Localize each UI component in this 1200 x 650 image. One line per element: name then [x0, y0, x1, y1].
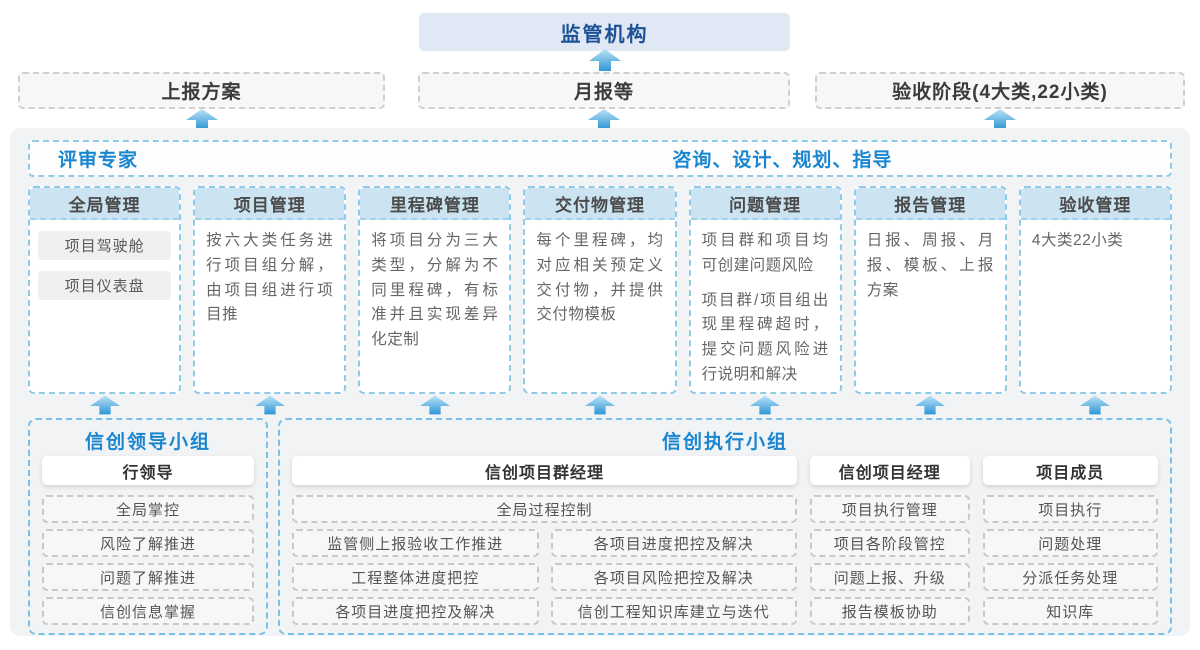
- subcolumn-program-manager: 信创项目群经理 全局过程控制 监管侧上报验收工作推进 各项目进度把控及解决 工程…: [292, 456, 797, 625]
- column-paragraph: 项目群/项目组出现里程碑超时，提交问题风险进行说明和解决: [701, 291, 829, 383]
- duty-item: 工程整体进度把控: [292, 563, 539, 591]
- duty-item: 各项目风险把控及解决: [550, 563, 797, 591]
- column-report-management: 报告管理 日报、周报、月报、模板、上报方案: [853, 186, 1007, 394]
- platform-container: 评审专家 咨询、设计、规划、指导 全局管理 项目驾驶舱 项目仪表盘 项目管理 按…: [10, 128, 1190, 636]
- arrow-up-icon: [586, 109, 622, 129]
- column-paragraph: 项目群和项目均可创建问题风险: [701, 232, 829, 274]
- column-header: 全局管理: [30, 188, 180, 220]
- column-acceptance-management: 验收管理 4大类22小类: [1018, 186, 1172, 394]
- duty-item: 项目各阶段管控: [810, 529, 970, 557]
- feature-chip: 项目仪表盘: [38, 271, 172, 300]
- column-issue-management: 问题管理 项目群和项目均可创建问题风险 项目群/项目组出现里程碑超时，提交问题风…: [688, 186, 842, 394]
- experts-label: 评审专家: [58, 150, 139, 171]
- subcolumn-project-member: 项目成员 项目执行 问题处理 分派任务处理 知识库: [982, 456, 1158, 625]
- execution-subcolumns: 信创项目群经理 全局过程控制 监管侧上报验收工作推进 各项目进度把控及解决 工程…: [292, 456, 1158, 625]
- arrow-up-icon: [184, 109, 220, 129]
- column-milestone-management: 里程碑管理 将项目分为三大类型，分解为不同里程碑，有标准并且实现差异化定制: [358, 186, 512, 394]
- group-leadership: 信创领导小组 行领导 全局掌控 风险了解推进 问题了解推进 信创信息掌握: [28, 418, 268, 635]
- duty-item: 全局过程控制: [292, 495, 797, 523]
- role-box-project-manager: 信创项目经理: [810, 456, 970, 485]
- column-project-management: 项目管理 按六大类任务进行项目组分解，由项目组进行项目推: [193, 186, 347, 394]
- role-box-bank-leader: 行领导: [42, 456, 254, 485]
- column-paragraph: 将项目分为三大类型，分解为不同里程碑，有标准并且实现差异化定制: [371, 232, 499, 349]
- duty-item: 信创信息掌握: [42, 597, 254, 625]
- column-body: 项目驾驶舱 项目仪表盘: [30, 220, 179, 300]
- arrow-up-icon: [193, 395, 346, 417]
- duty-item: 项目执行: [982, 495, 1158, 523]
- channel-label: 月报等: [573, 82, 634, 103]
- management-columns: 全局管理 项目驾驶舱 项目仪表盘 项目管理 按六大类任务进行项目组分解，由项目组…: [28, 186, 1172, 394]
- arrow-up-icon: [358, 395, 511, 417]
- regulator-label: 监管机构: [560, 23, 649, 46]
- column-paragraph: 4大类22小类: [1031, 232, 1124, 249]
- duty-item: 风险了解推进: [42, 529, 254, 557]
- duty-item: 问题上报、升级: [810, 563, 970, 591]
- column-body: 日报、周报、月报、模板、上报方案: [856, 220, 1005, 312]
- working-groups-row: 信创领导小组 行领导 全局掌控 风险了解推进 问题了解推进 信创信息掌握 信创执…: [28, 418, 1172, 635]
- column-header: 里程碑管理: [360, 188, 510, 220]
- column-body: 按六大类任务进行项目组分解，由项目组进行项目推: [195, 220, 344, 337]
- channel-box-report-plan: 上报方案: [18, 72, 385, 109]
- channel-label: 验收阶段(4大类,22小类): [892, 82, 1108, 103]
- channel-label: 上报方案: [161, 82, 242, 103]
- duty-item: 各项目进度把控及解决: [292, 597, 539, 625]
- experts-bar: 评审专家 咨询、设计、规划、指导: [28, 140, 1172, 177]
- column-body: 项目群和项目均可创建问题风险 项目群/项目组出现里程碑超时，提交问题风险进行说明…: [691, 220, 840, 392]
- duty-item: 各项目进度把控及解决: [550, 529, 797, 557]
- duty-item: 监管侧上报验收工作推进: [292, 529, 539, 557]
- duty-item: 项目执行管理: [810, 495, 970, 523]
- column-body: 4大类22小类: [1021, 220, 1170, 263]
- channel-box-monthly-report: 月报等: [418, 72, 790, 109]
- duty-item: 信创工程知识库建立与迭代: [550, 597, 797, 625]
- feature-chip: 项目驾驶舱: [38, 231, 172, 260]
- duty-item: 知识库: [982, 597, 1158, 625]
- column-header: 报告管理: [855, 188, 1005, 220]
- column-header: 项目管理: [195, 188, 345, 220]
- arrow-up-icon: [523, 395, 676, 417]
- column-body: 每个里程碑，均对应相关预定义交付物，并提供交付物模板: [525, 220, 674, 337]
- column-header: 验收管理: [1020, 188, 1170, 220]
- column-header: 交付物管理: [525, 188, 675, 220]
- group-execution: 信创执行小组 信创项目群经理 全局过程控制 监管侧上报验收工作推进 各项目进度把…: [278, 418, 1172, 635]
- arrow-up-icon: [854, 395, 1007, 417]
- duty-item: 报告模板协助: [810, 597, 970, 625]
- duty-item: 问题处理: [982, 529, 1158, 557]
- column-arrows-row: [28, 395, 1172, 417]
- duty-item: 分派任务处理: [982, 563, 1158, 591]
- column-body: 将项目分为三大类型，分解为不同里程碑，有标准并且实现差异化定制: [360, 220, 509, 362]
- regulator-box: 监管机构: [419, 13, 790, 51]
- column-global-management: 全局管理 项目驾驶舱 项目仪表盘: [28, 186, 182, 394]
- column-paragraph: 按六大类任务进行项目组分解，由项目组进行项目推: [206, 232, 334, 324]
- arrow-up-icon: [1019, 395, 1172, 417]
- arrow-up-icon: [28, 395, 181, 417]
- role-box-program-manager: 信创项目群经理: [292, 456, 797, 485]
- group-title: 信创执行小组: [661, 431, 788, 453]
- column-deliverable-management: 交付物管理 每个里程碑，均对应相关预定义交付物，并提供交付物模板: [523, 186, 677, 394]
- arrow-up-icon: [689, 395, 842, 417]
- duty-item: 问题了解推进: [42, 563, 254, 591]
- column-paragraph: 日报、周报、月报、模板、上报方案: [866, 232, 994, 299]
- arrow-up-icon: [982, 109, 1018, 129]
- advisory-label: 咨询、设计、规划、指导: [672, 150, 893, 171]
- role-box-project-member: 项目成员: [982, 456, 1158, 485]
- arrow-up-icon: [587, 49, 623, 71]
- channel-box-acceptance-stage: 验收阶段(4大类,22小类): [815, 72, 1185, 109]
- column-paragraph: 每个里程碑，均对应相关预定义交付物，并提供交付物模板: [536, 232, 664, 324]
- group-title: 信创领导小组: [84, 431, 211, 453]
- duty-item: 全局掌控: [42, 495, 254, 523]
- subcolumn-project-manager: 信创项目经理 项目执行管理 项目各阶段管控 问题上报、升级 报告模板协助: [810, 456, 970, 625]
- column-header: 问题管理: [690, 188, 840, 220]
- program-manager-duty-grid: 监管侧上报验收工作推进 各项目进度把控及解决 工程整体进度把控 各项目风险把控及…: [292, 529, 797, 625]
